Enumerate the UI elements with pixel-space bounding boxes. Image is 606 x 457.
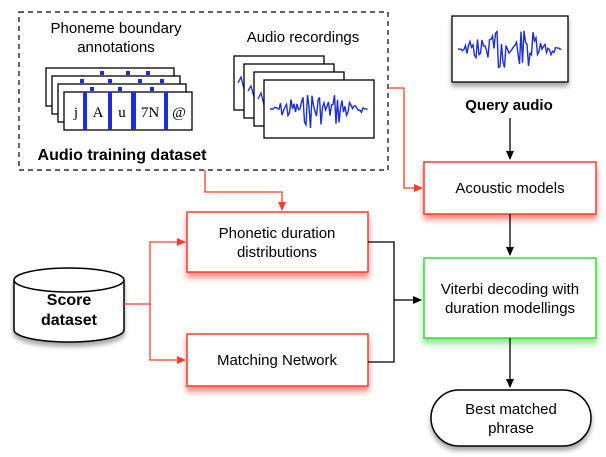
dataset-title: Audio training dataset (38, 147, 208, 164)
query-audio-label: Query audio (465, 97, 553, 114)
arrow-score-to-matching (149, 304, 186, 364)
audio-recordings-label: Audio recordings (247, 29, 360, 46)
phoneme-j: j (73, 105, 78, 121)
best-matched-line1: Best matched (465, 401, 557, 418)
phonetic-duration-line2: distributions (237, 244, 317, 261)
audio-card-front (263, 79, 375, 139)
phoneme-7N: 7N (141, 105, 160, 121)
query-waveform (457, 29, 562, 69)
phoneme-label-line2: annotations (77, 39, 155, 56)
arrow-score-to-phonetic (149, 238, 186, 304)
score-dataset-line1: Score (47, 292, 92, 309)
arrow-dataset-to-phonetic (204, 170, 286, 211)
acoustic-models-box (423, 161, 597, 215)
score-dataset-line2: dataset (41, 312, 98, 329)
query-audio-group: Query audio (451, 15, 569, 114)
score-dataset-cylinder (13, 267, 125, 343)
merge-bracket (368, 241, 395, 363)
phoneme-label-line1: Phoneme boundary (51, 20, 182, 37)
viterbi-line1: Viterbi decoding with (441, 281, 579, 298)
audio-training-dataset-group: Phoneme boundary annotations Audio recor… (18, 11, 389, 171)
phoneme-u: u (118, 105, 126, 121)
viterbi-box (423, 257, 597, 339)
dataset-dashed-border (18, 11, 389, 171)
black-connectors (368, 118, 514, 388)
audio-recording-cards (233, 55, 375, 139)
matching-network-box (186, 333, 369, 387)
matching-network-label: Matching Network (217, 352, 338, 369)
phoneme-at: @ (172, 105, 186, 121)
phoneme-A: A (93, 105, 104, 121)
query-audio-card (451, 15, 569, 83)
best-matched-line2: phrase (488, 420, 534, 437)
phonetic-duration-box (186, 211, 369, 273)
acoustic-models-label: Acoustic models (455, 180, 564, 197)
audio-waveform (270, 94, 368, 129)
viterbi-line2: duration modellings (445, 300, 575, 317)
best-matched-box (430, 389, 592, 447)
phonetic-duration-line1: Phonetic duration (219, 225, 336, 242)
red-connectors (124, 87, 423, 364)
arrow-dataset-to-acoustic (389, 87, 423, 192)
annotation-cards: j A u 7N @ (45, 67, 193, 131)
